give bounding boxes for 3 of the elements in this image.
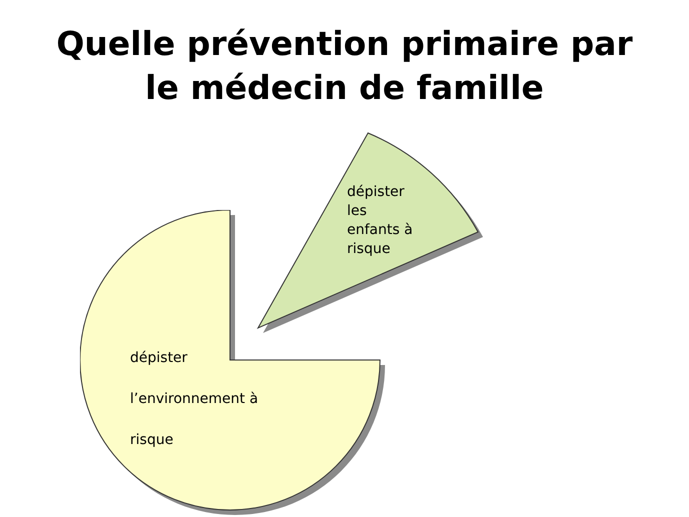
slice-label: dépister l’environnement à risque	[130, 349, 260, 450]
title: Quelle prévention primaire par le médecin de famille	[55, 23, 634, 109]
slice-label: dépister les enfants à risque	[347, 183, 413, 259]
